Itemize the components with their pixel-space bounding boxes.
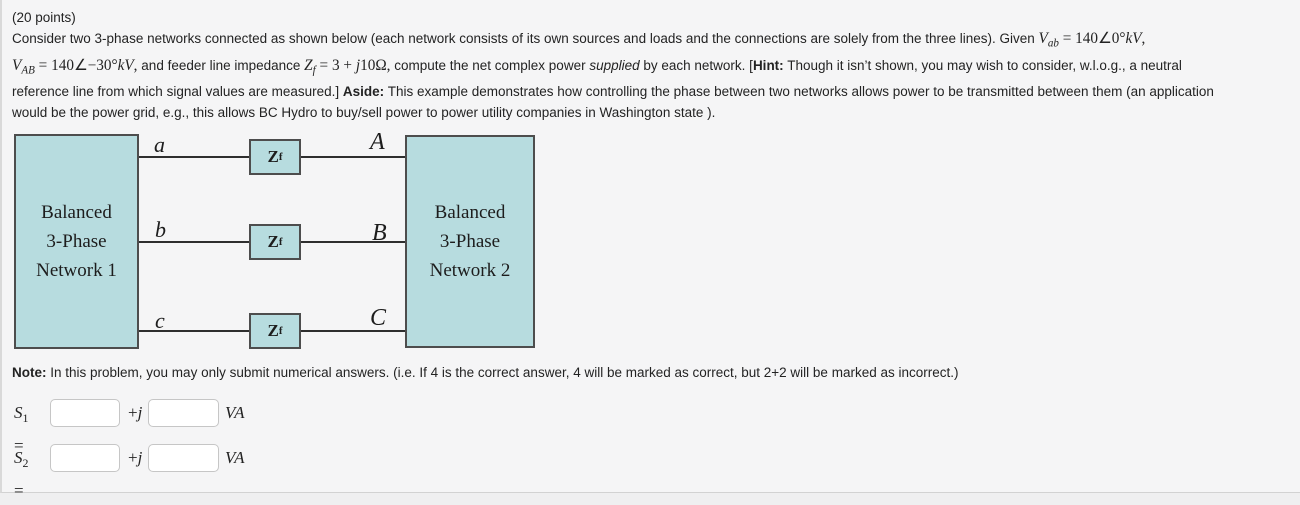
problem-text-line-2: VAB = 140∠−30°kV, and feeder line impeda…	[12, 56, 1182, 77]
s1-real-input[interactable]	[50, 399, 120, 427]
s2-real-input[interactable]	[50, 444, 120, 472]
network2-box: Balanced 3-Phase Network 2	[405, 135, 535, 348]
impedance-subscript: f	[278, 236, 283, 248]
problem-statement: (20 points) Consider two 3-phase network…	[12, 7, 1298, 123]
network1-box: Balanced 3-Phase Network 1	[14, 134, 139, 349]
terminal-label-A: A	[370, 129, 385, 155]
s2-label: S2 =	[14, 448, 29, 501]
network2-label: Network 2	[429, 260, 511, 281]
s1-label: S1 =	[14, 403, 29, 456]
impedance-label: Z	[267, 232, 279, 251]
problem-text-line-4: would be the power grid, e.g., this allo…	[12, 105, 716, 121]
s2-plus-j-label: +j	[128, 448, 143, 467]
s1-unit-label: VA	[225, 403, 245, 422]
points-line: (20 points)	[12, 10, 76, 25]
terminal-label-B: B	[372, 220, 387, 246]
network2-label: 3-Phase	[439, 231, 501, 252]
network1-label: 3-Phase	[46, 231, 107, 252]
note-text: Note: In this problem, you may only subm…	[12, 365, 959, 380]
problem-text-line-1: Consider two 3-phase networks connected …	[12, 30, 1146, 50]
s2-unit-label: VA	[225, 448, 245, 467]
s2-imaginary-input[interactable]	[148, 444, 219, 472]
s1-imaginary-input[interactable]	[148, 399, 219, 427]
s1-plus-j-label: +j	[128, 403, 143, 422]
terminal-label-C: C	[370, 305, 387, 331]
impedance-subscript: f	[278, 325, 283, 337]
network1-label: Balanced	[41, 202, 112, 223]
impedance-subscript: f	[278, 151, 283, 163]
network2-label: Balanced	[434, 202, 506, 223]
terminal-label-b: b	[155, 217, 166, 242]
impedance-label: Z	[267, 147, 279, 166]
circuit-diagram: Balanced 3-Phase Network 1 Balanced 3-Ph…	[14, 130, 535, 349]
terminal-label-a: a	[154, 132, 165, 157]
problem-text-line-3: reference line from which signal values …	[12, 84, 1214, 100]
impedance-label: Z	[267, 321, 279, 340]
network1-label: Network 1	[36, 260, 117, 281]
terminal-label-c: c	[155, 308, 165, 333]
